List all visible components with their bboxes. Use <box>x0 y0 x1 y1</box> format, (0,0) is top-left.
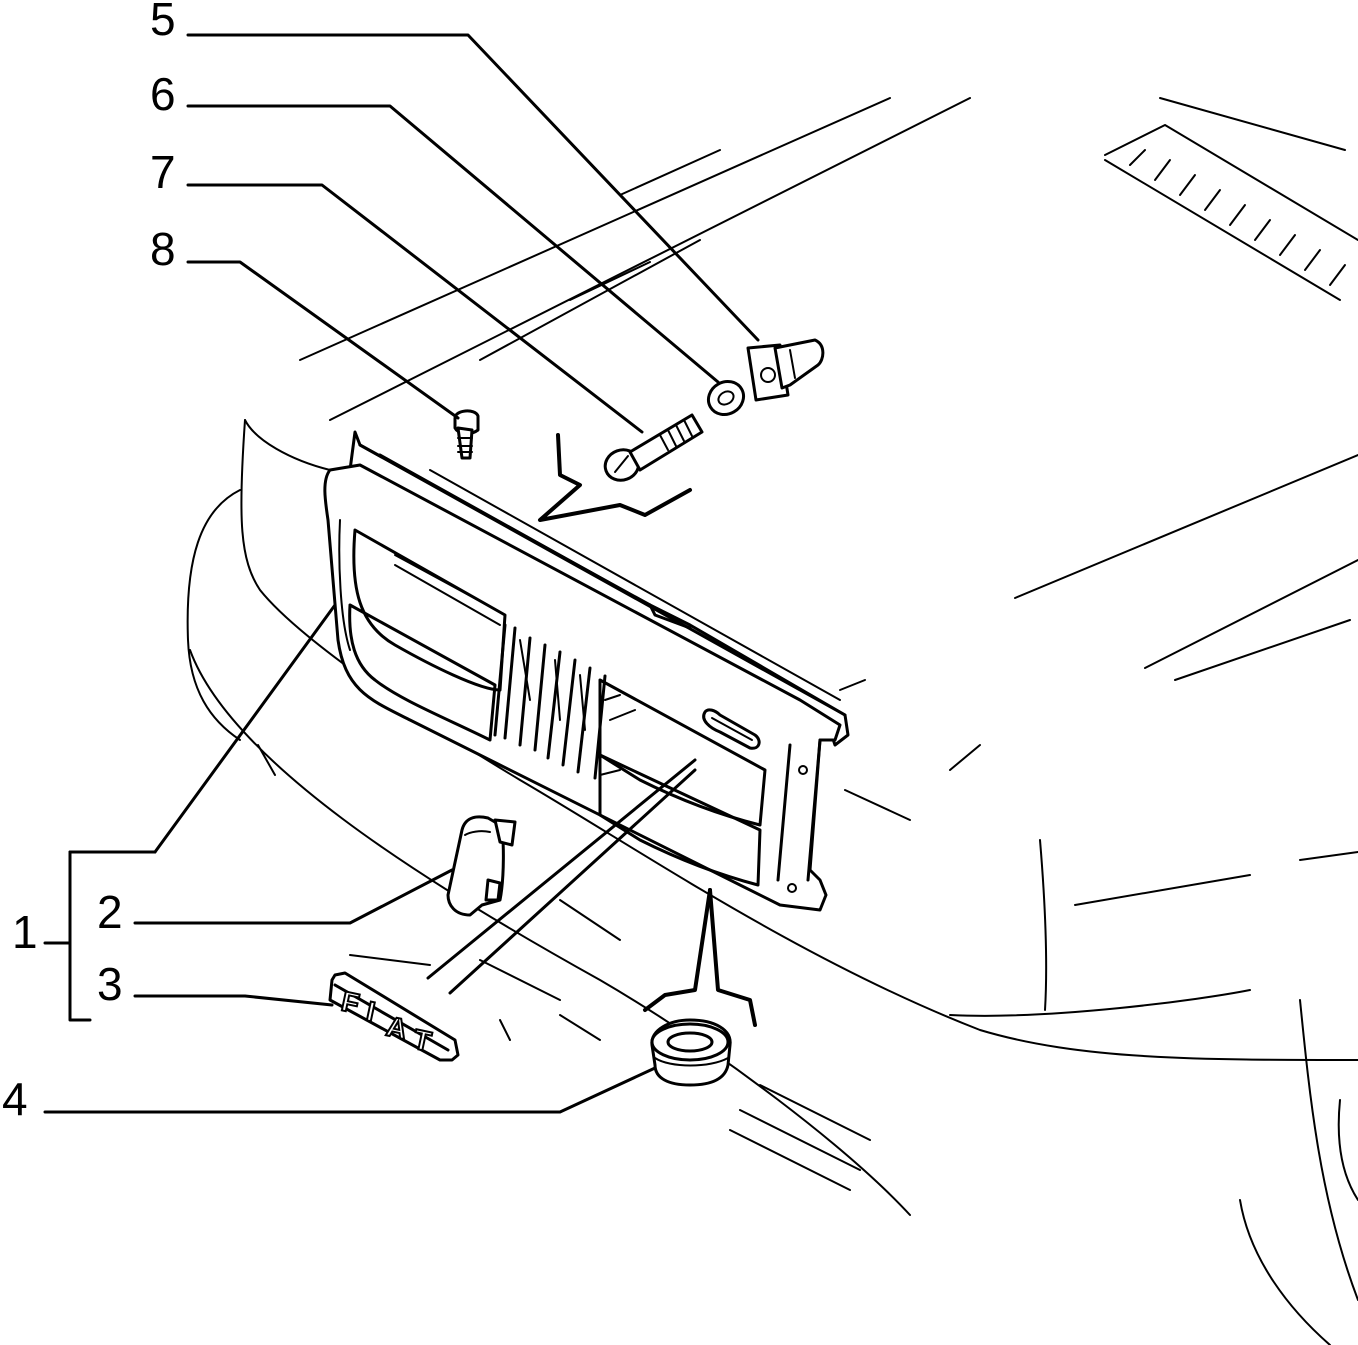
leader-3 <box>133 994 334 1007</box>
badge-letter-a: A <box>384 1011 410 1046</box>
callout-2: 2 <box>97 886 123 938</box>
leader-1-bracket <box>68 850 92 1022</box>
part-7-screw <box>603 413 704 482</box>
car-body-outline <box>186 97 1358 1345</box>
leader-1 <box>153 603 337 854</box>
part-2-clip <box>446 815 517 917</box>
callout-labels: 5 6 7 8 1 2 3 4 <box>2 0 176 1125</box>
part-6-washer <box>706 379 746 417</box>
screw-thread <box>659 419 693 451</box>
leader-4 <box>43 1066 657 1114</box>
leader-2 <box>133 868 454 925</box>
leader-7 <box>186 183 644 434</box>
assembly-arrows <box>538 433 757 1027</box>
callout-3: 3 <box>97 958 123 1010</box>
leader-6 <box>186 104 720 384</box>
callout-6: 6 <box>150 68 176 120</box>
leader-5 <box>186 33 760 342</box>
grille-assembly <box>323 430 850 912</box>
part-3-fiat-badge: F I A T <box>328 971 460 1062</box>
part-5-clip-nut <box>746 338 825 402</box>
callout-5: 5 <box>150 0 176 45</box>
leader-8 <box>186 260 460 420</box>
leader-lines <box>43 33 760 1114</box>
part-8-bolt <box>453 409 480 460</box>
grille-center-bars <box>493 623 607 780</box>
callout-7: 7 <box>150 146 176 198</box>
callout-4: 4 <box>2 1073 28 1125</box>
callout-8: 8 <box>150 223 176 275</box>
leader-3-badge2 <box>448 768 697 995</box>
leader-3-badge <box>426 758 697 980</box>
cowl-vent-slats <box>1129 149 1346 286</box>
part-4-grommet <box>650 1018 732 1087</box>
callout-1: 1 <box>12 906 38 958</box>
